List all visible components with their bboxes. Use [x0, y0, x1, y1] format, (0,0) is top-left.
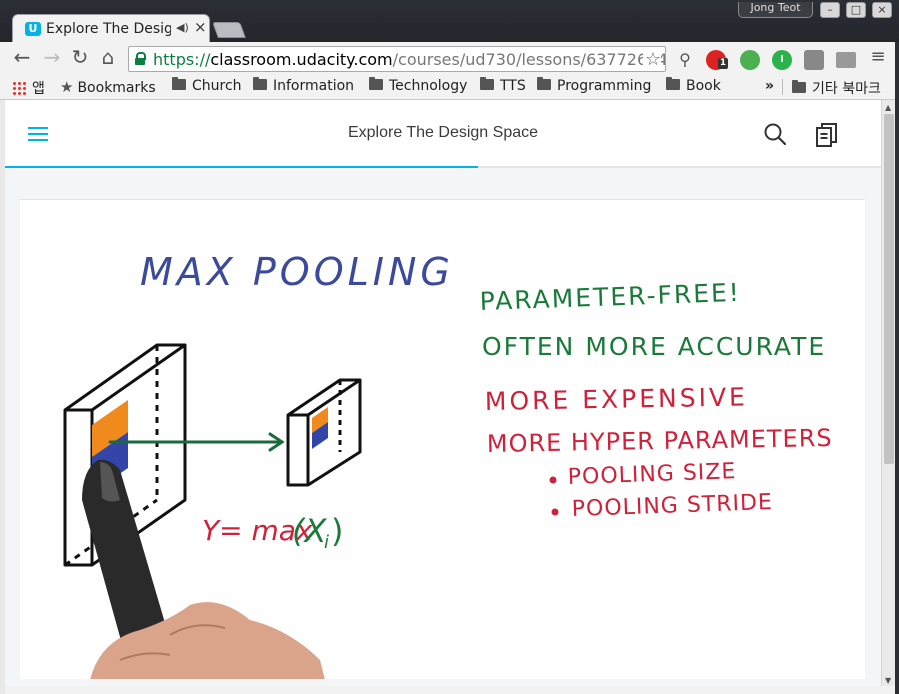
bookmark-label: Bookmarks [77, 80, 156, 96]
page-title: Explore The Design Space [347, 124, 539, 141]
output-cell-orange [312, 407, 328, 433]
home-icon[interactable]: ⌂ [101, 45, 115, 69]
content-area: MAX POOLING PARAMETER-FREE! OFTEN MORE A… [5, 168, 881, 686]
adblock-icon[interactable]: 1 [706, 50, 728, 70]
url-text: https://classroom.udacity.com/courses/ud… [153, 50, 665, 69]
bookmark-technology[interactable]: Technology [369, 77, 468, 96]
output-cell-blue [312, 422, 328, 449]
folder-icon [666, 77, 680, 90]
folder-icon [369, 77, 383, 90]
bookmark-label: Church [192, 78, 242, 94]
lesson-progress-track [5, 166, 881, 168]
url-host: classroom.udacity.com [210, 50, 393, 69]
bookmark-label: TTS [500, 78, 526, 94]
page-scrollbar[interactable]: ▲ ▼ [881, 100, 895, 686]
bookmark-church[interactable]: Church [172, 77, 242, 96]
new-tab-button[interactable] [212, 22, 246, 38]
scroll-down-arrow-icon[interactable]: ▼ [885, 676, 892, 685]
bookmark-other[interactable]: 기타 북마크 [792, 78, 881, 97]
close-window-button[interactable]: × [872, 2, 892, 18]
video-frame: MAX POOLING PARAMETER-FREE! OFTEN MORE A… [63, 250, 833, 679]
hamburger-menu-icon[interactable] [28, 127, 48, 141]
output-feature-map-drawing [286, 378, 362, 487]
window-border [0, 100, 5, 694]
scroll-up-arrow-icon[interactable]: ▲ [885, 103, 892, 112]
classroom-header: Explore The Design Space [5, 100, 881, 168]
profile-name[interactable]: Jong Teot [738, 2, 813, 18]
formula-input: (X [292, 512, 327, 550]
camera-icon[interactable] [804, 50, 824, 70]
bookmarks-overflow-button[interactable]: » [765, 78, 775, 94]
bullet-dot [551, 508, 559, 516]
bookmarks-bar: 앱 ★Bookmarks Church Information Technolo… [0, 74, 899, 100]
tab-title: Explore The Desig [46, 21, 171, 37]
evernote-icon[interactable] [740, 50, 760, 70]
bookmark-information[interactable]: Information [253, 77, 355, 96]
tab-strip: U Explore The Desig ◀) × Jong Teot – □ × [0, 0, 899, 42]
search-key-icon[interactable]: ⚲ [679, 50, 691, 69]
udacity-favicon-icon: U [25, 22, 41, 36]
con-item: MORE HYPER PARAMETERS [487, 424, 833, 458]
bookmark-label: 기타 북마크 [812, 81, 881, 97]
lesson-video[interactable]: MAX POOLING PARAMETER-FREE! OFTEN MORE A… [20, 199, 865, 679]
bookmark-tts[interactable]: TTS [480, 77, 526, 96]
apps-grid-icon [12, 81, 26, 95]
url-path: /courses/ud730/lessons/6377263405/c [392, 50, 665, 69]
address-bar[interactable]: https://classroom.udacity.com/courses/ud… [128, 46, 666, 72]
back-arrow-icon[interactable]: ← [13, 45, 31, 69]
formula-subscript: i [324, 532, 329, 553]
folder-icon [537, 77, 551, 90]
bookmark-bookmarks[interactable]: ★Bookmarks [60, 78, 156, 96]
forward-arrow-icon[interactable]: → [43, 45, 61, 69]
browser-toolbar: ← → ↻ ⌂ https://classroom.udacity.com/co… [0, 42, 899, 74]
folder-icon [253, 77, 267, 90]
star-icon: ★ [60, 78, 74, 96]
bookmark-apps[interactable]: 앱 [12, 78, 45, 97]
url-scheme: https:// [153, 50, 211, 69]
browser-tab[interactable]: U Explore The Desig ◀) × [12, 14, 210, 42]
tab-extension-icon[interactable] [836, 52, 856, 68]
folder-icon [172, 77, 186, 90]
pushbullet-icon[interactable]: I [772, 50, 792, 70]
page-viewport: Explore The Design Space MAX POOLING [5, 100, 881, 686]
window-border-right [895, 42, 899, 694]
formula-output: Y= max [202, 514, 313, 547]
speaker-icon[interactable]: ◀) [176, 21, 189, 34]
bookmark-label: 앱 [32, 81, 45, 97]
presenter-hand-with-marker [82, 459, 325, 679]
pooling-window-orange [92, 400, 128, 457]
con-item: MORE EXPENSIVE [485, 382, 748, 416]
search-icon[interactable] [763, 122, 787, 146]
pooling-arrow [108, 432, 285, 452]
lock-icon [135, 52, 146, 65]
bookmark-label: Information [273, 78, 355, 94]
video-title-text: MAX POOLING [140, 250, 454, 294]
menu-icon[interactable]: ≡ [870, 46, 886, 67]
pro-item: PARAMETER-FREE! [479, 278, 741, 316]
formula-close-paren: ) [331, 512, 343, 550]
pro-item: OFTEN MORE ACCURATE [482, 332, 826, 361]
maximize-button[interactable]: □ [846, 2, 866, 18]
folder-icon [480, 77, 494, 90]
bookmark-book[interactable]: Book [666, 77, 721, 96]
bookmark-label: Technology [389, 78, 468, 94]
reload-icon[interactable]: ↻ [71, 45, 89, 69]
bookmark-separator [782, 79, 783, 95]
bullet-dot [549, 476, 557, 484]
bookmark-star-icon[interactable]: ☆ [642, 49, 661, 70]
bookmark-programming[interactable]: Programming [537, 77, 652, 96]
hyperparam-item: POOLING SIZE [567, 459, 736, 490]
scrollbar-thumb[interactable] [884, 114, 894, 464]
extension-badge: 1 [718, 58, 728, 69]
folder-icon [792, 80, 806, 93]
hyperparam-item: POOLING STRIDE [571, 490, 773, 522]
close-tab-icon[interactable]: × [194, 18, 207, 36]
bookmark-label: Programming [557, 78, 652, 94]
minimize-button[interactable]: – [820, 2, 840, 18]
lesson-progress-fill [5, 166, 479, 168]
bookmark-label: Book [686, 78, 721, 94]
notes-icon[interactable] [815, 122, 839, 148]
